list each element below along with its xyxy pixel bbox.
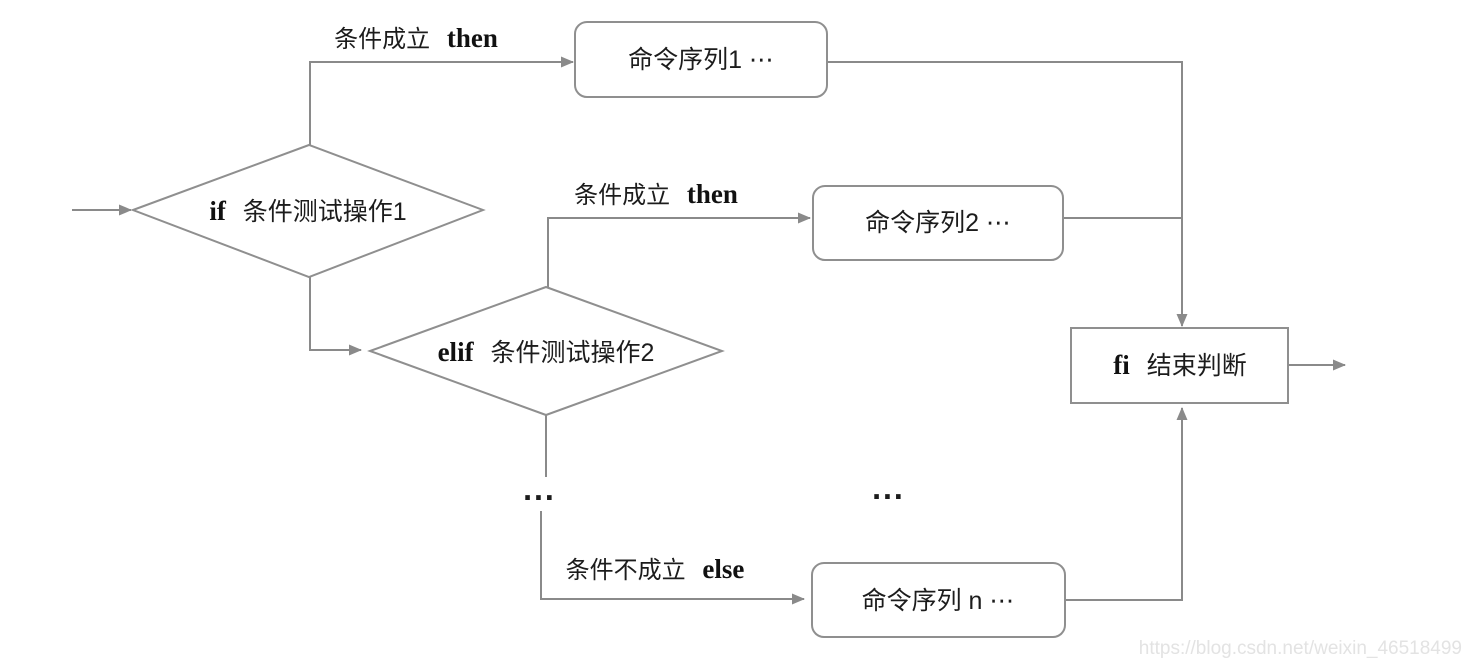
elif-diamond	[367, 285, 725, 417]
fi-box-label: fi 结束判断	[1113, 350, 1246, 380]
cmd2-box-label: 命令序列2 ⋯	[865, 209, 1011, 237]
edge-label-elif-true: 条件成立 then	[574, 179, 738, 209]
edge-if-true	[309, 56, 574, 145]
if-diamond-label: if 条件测试操作1	[209, 196, 406, 226]
cmd2-box	[812, 185, 1064, 261]
watermark: https://blog.csdn.net/weixin_46518499	[1139, 638, 1462, 659]
edge-cmd1-to-fi	[827, 61, 1188, 327]
cmd1-box-label: 命令序列1 ⋯	[628, 46, 774, 74]
fi-keyword: fi	[1113, 350, 1130, 380]
fi-box	[1070, 327, 1289, 404]
ellipsis-branch: ...	[523, 477, 556, 507]
if-keyword: if	[209, 196, 227, 226]
edge-cmdn-to-fi	[1065, 407, 1188, 601]
else-keyword: else	[702, 554, 744, 584]
cmdn-box-label: 命令序列 n ⋯	[862, 587, 1015, 615]
if-diamond	[130, 143, 486, 279]
elif-diamond-label: elif 条件测试操作2	[438, 337, 655, 367]
edge-elif-true	[547, 212, 811, 287]
elif-keyword: elif	[438, 337, 475, 367]
then-keyword: then	[687, 179, 738, 209]
cmdn-box	[811, 562, 1066, 638]
edge-elif-false-lower	[540, 511, 805, 605]
ellipsis-middle: ...	[872, 476, 905, 506]
cmd1-box	[574, 21, 828, 98]
edge-label-else: 条件不成立 else	[566, 554, 745, 584]
edge-if-false	[309, 277, 362, 356]
edge-label-if-true: 条件成立 then	[334, 23, 498, 53]
then-keyword: then	[447, 23, 498, 53]
